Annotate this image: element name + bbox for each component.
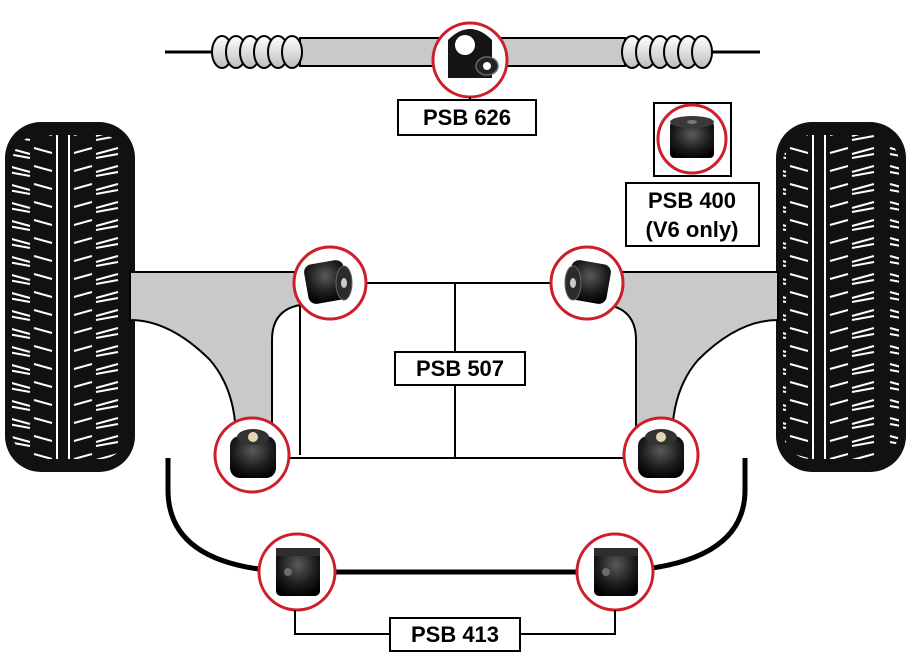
right-tyre	[776, 122, 906, 472]
left-tyre	[5, 122, 135, 472]
psb-626-box	[397, 99, 537, 136]
psb-413-label: PSB 413	[411, 622, 499, 647]
bush-icon	[276, 548, 320, 596]
left-anti-roll-bar-bush	[257, 532, 337, 612]
psb-413-box	[389, 617, 521, 652]
right-front-wishbone-bush	[549, 245, 625, 321]
bush-icon	[230, 429, 276, 478]
psb-413-bracket	[294, 610, 616, 635]
bush-icon	[594, 548, 638, 596]
psb-400-note: (V6 only)	[646, 217, 739, 242]
psb-507-label: PSB 507	[416, 356, 504, 381]
steering-rack-bush	[431, 21, 509, 99]
right-anti-roll-bar-bush	[575, 532, 655, 612]
psb-400-box	[625, 182, 760, 247]
right-wishbone	[607, 271, 779, 441]
left-wishbone	[129, 271, 301, 441]
left-rear-wishbone-bush	[213, 416, 291, 494]
right-gaiter-icon	[621, 35, 713, 69]
bush-icon	[564, 260, 611, 304]
psb-626-label: PSB 626	[423, 105, 511, 130]
left-front-wishbone-bush	[292, 245, 368, 321]
bush-icon	[638, 429, 684, 478]
left-gaiter-icon	[211, 35, 303, 69]
bush-icon	[304, 260, 353, 304]
psb-400-label: PSB 400	[648, 188, 736, 213]
right-rear-wishbone-bush	[622, 416, 700, 494]
psb-507-box	[394, 351, 526, 386]
engine-mount-bush-icon	[670, 116, 714, 158]
rack-clamp-bush-icon	[448, 29, 499, 78]
